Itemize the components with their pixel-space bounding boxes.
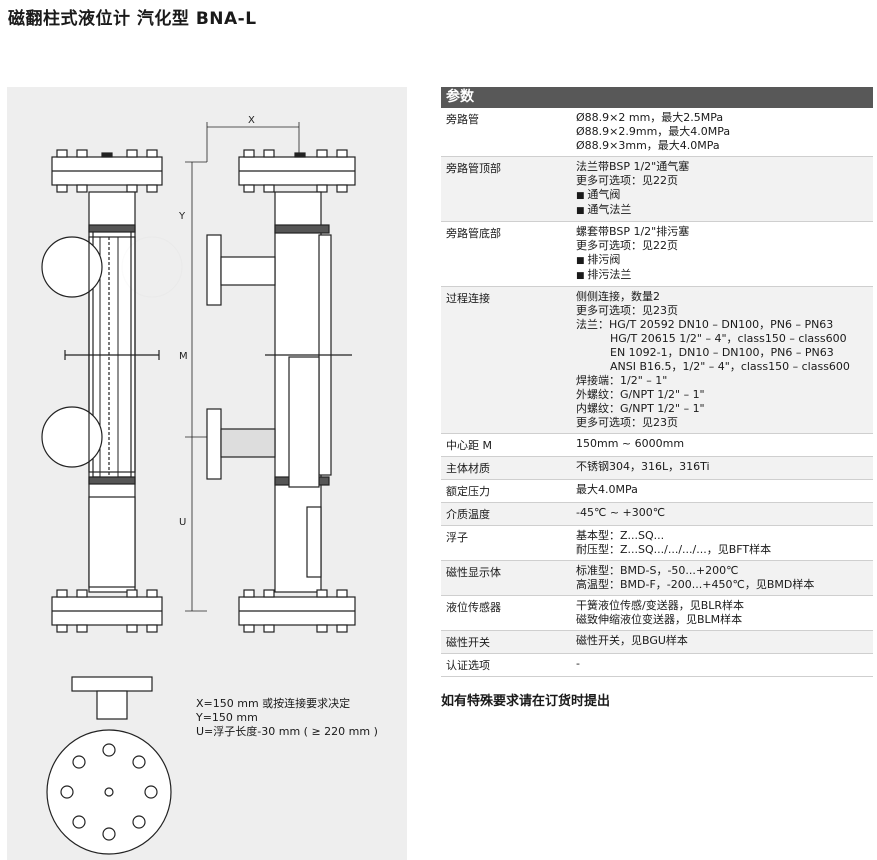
spec-value: 磁性开关，见BGU样本 <box>576 631 873 653</box>
spec-value-line: 最大4.0MPa <box>576 483 638 496</box>
spec-value-line: Ø88.9×2.9mm，最大4.0MPa <box>576 125 731 138</box>
spec-value: 最大4.0MPa <box>576 480 873 502</box>
spec-value-line: 更多可选项：见23页 <box>576 304 678 317</box>
spec-value: 干簧液位传感/变送器，见BLR样本磁致伸缩液位变送器，见BLM样本 <box>576 596 873 630</box>
page-title: 磁翻柱式液位计 汽化型 BNA-L <box>8 9 257 29</box>
spec-key: 过程连接 <box>446 292 490 305</box>
spec-key: 磁性开关 <box>446 636 490 649</box>
spec-value-line: EN 1092-1，DN10 – DN100，PN6 – PN63 <box>610 346 834 359</box>
spec-key: 磁性显示体 <box>446 566 501 579</box>
spec-value-line: 通气阀 <box>576 188 873 203</box>
spec-value-line: 150mm ~ 6000mm <box>576 437 685 450</box>
spec-value-line: Ø88.9×2 mm，最大2.5MPa <box>576 111 724 124</box>
spec-value-line: 法兰：HG/T 20592 DN10 – DN100，PN6 – PN63 <box>576 318 834 331</box>
spec-key: 浮子 <box>446 531 468 544</box>
spec-value-line: 内螺纹：G/NPT 1/2" – 1" <box>576 402 705 415</box>
spec-value-line: 排污阀 <box>576 253 873 268</box>
spec-value-line: 更多可选项：见22页 <box>576 174 678 187</box>
dim-label-y: Y <box>178 211 186 222</box>
spec-key: 主体材质 <box>446 462 490 475</box>
spec-value-line: 高温型：BMD-F，-200...+450℃，见BMD样本 <box>576 578 815 591</box>
spec-value-line: 法兰带BSP 1/2"通气塞 <box>576 160 690 173</box>
side-view <box>206 149 356 633</box>
spec-key: 介质温度 <box>446 508 490 521</box>
spec-value: - <box>576 654 873 676</box>
legend-line: Y=150 mm <box>196 711 258 724</box>
spec-row: 磁性开关 磁性开关，见BGU样本 <box>441 631 873 654</box>
spec-key: 液位传感器 <box>446 601 501 614</box>
spec-value-line: 焊接端：1/2" – 1" <box>576 374 668 387</box>
dim-label-x: X <box>248 115 255 126</box>
spec-value-line: Ø88.9×3mm，最大4.0MPa <box>576 139 720 152</box>
spec-row: 中心距 M 150mm ~ 6000mm <box>441 434 873 457</box>
spec-value-line: -45℃ ~ +300℃ <box>576 506 666 519</box>
front-view <box>41 149 163 633</box>
spec-value-line: 排污法兰 <box>576 268 873 283</box>
spec-row: 额定压力 最大4.0MPa <box>441 480 873 503</box>
spec-key: 认证选项 <box>446 659 490 672</box>
spec-row: 液位传感器 干簧液位传感/变送器，见BLR样本磁致伸缩液位变送器，见BLM样本 <box>441 596 873 631</box>
spec-key: 额定压力 <box>446 485 490 498</box>
spec-value-line: 标准型：BMD-S，-50...+200℃ <box>576 564 739 577</box>
spec-value: 不锈钢304，316L，316Ti <box>576 457 873 479</box>
spec-value-line: 基本型：Z...SQ... <box>576 529 665 542</box>
spec-table-header: 参数 <box>441 87 873 108</box>
spec-value-line: - <box>576 657 580 670</box>
spec-value-line: 更多可选项：见22页 <box>576 239 678 252</box>
spec-key: 旁路管底部 <box>446 227 501 240</box>
spec-value-line: 耐压型：Z...SQ.../.../.../...，见BFT样本 <box>576 543 772 556</box>
spec-value: -45℃ ~ +300℃ <box>576 503 873 525</box>
spec-value-line: 不锈钢304，316L，316Ti <box>576 460 710 473</box>
technical-drawing: X Y M U <box>7 87 407 860</box>
spec-row: 浮子 基本型：Z...SQ...耐压型：Z...SQ.../.../.../...… <box>441 526 873 561</box>
spec-value-line: HG/T 20615 1/2" – 4"，class150 – class600 <box>610 332 847 345</box>
spec-value-line: 外螺纹：G/NPT 1/2" – 1" <box>576 388 705 401</box>
dim-label-u: U <box>179 517 186 528</box>
legend-line: X=150 mm 或按连接要求决定 <box>196 697 351 710</box>
spec-key: 旁路管 <box>446 113 479 126</box>
spec-value-line: 通气法兰 <box>576 203 873 218</box>
spec-value-line: 螺套带BSP 1/2"排污塞 <box>576 225 690 238</box>
spec-key: 中心距 M <box>446 439 492 452</box>
drawing-legend: X=150 mm 或按连接要求决定 Y=150 mm U=浮子长度-30 mm … <box>196 697 378 739</box>
spec-row: 主体材质 不锈钢304，316L，316Ti <box>441 457 873 480</box>
spec-value-line: 更多可选项：见23页 <box>576 416 678 429</box>
spec-row: 介质温度 -45℃ ~ +300℃ <box>441 503 873 526</box>
legend-line: U=浮子长度-30 mm ( ≥ 220 mm ) <box>196 725 378 738</box>
spec-key: 旁路管顶部 <box>446 162 501 175</box>
spec-value-line: 干簧液位传感/变送器，见BLR样本 <box>576 599 745 612</box>
flange-top-view <box>46 676 172 855</box>
order-note: 如有特殊要求请在订货时提出 <box>441 694 611 709</box>
spec-row: 认证选项 - <box>441 654 873 677</box>
spec-value-line: ANSI B16.5，1/2" – 4"，class150 – class600 <box>610 360 850 373</box>
spec-value-line: 磁致伸缩液位变送器，见BLM样本 <box>576 613 743 626</box>
spec-value-line: 侧侧连接，数量2 <box>576 290 660 303</box>
spec-value: 基本型：Z...SQ...耐压型：Z...SQ.../.../.../...，见… <box>576 526 873 560</box>
spec-value-line: 磁性开关，见BGU样本 <box>576 634 688 647</box>
spec-value: 150mm ~ 6000mm <box>576 434 873 456</box>
dim-label-m: M <box>179 351 188 362</box>
